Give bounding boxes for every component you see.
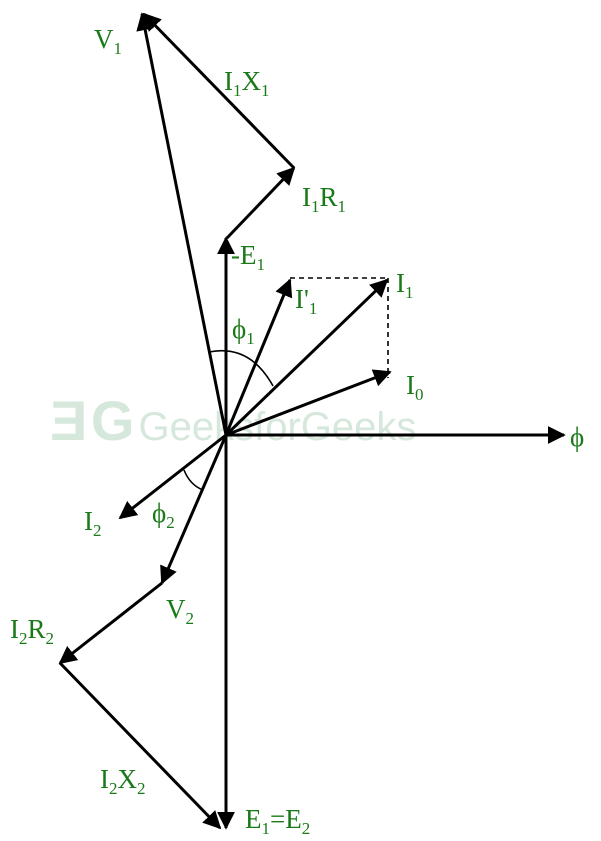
label-i1r1: I1R1: [302, 182, 347, 216]
label-phi2: ϕ2: [152, 498, 175, 532]
label-i0: I0: [406, 370, 424, 404]
label-i1: I1: [396, 268, 414, 302]
v2-phasor: [160, 434, 228, 585]
i2-phasor: [118, 433, 227, 520]
i2x2-phasor: [58, 661, 222, 830]
label-i2x2: I2X2: [100, 764, 146, 798]
label-v1: V1: [94, 24, 122, 58]
i0-phasor: [225, 369, 392, 437]
i1-prime-phasor: [224, 278, 293, 436]
label-i1-prime: I'1: [295, 284, 318, 318]
watermark-text: GeeksforGeeks: [138, 405, 417, 449]
label-i2: I2: [84, 506, 102, 540]
label-neg-e1: -E1: [231, 240, 265, 274]
label-phi: ϕ: [570, 422, 585, 452]
label-i2r2: I2R2: [10, 614, 55, 648]
label-phi1: ϕ1: [232, 314, 255, 348]
i1x1-phasor: [142, 12, 296, 170]
phi2-arc: [183, 469, 204, 491]
i1r1-phasor: [225, 166, 296, 240]
i2r2-phasor: [58, 581, 163, 665]
label-i1x1: I1X1: [224, 66, 270, 100]
phi1-arc: [208, 350, 274, 387]
i1-phasor: [224, 278, 389, 437]
watermark-logo: Ǝ G: [50, 389, 135, 452]
label-v2: V2: [166, 594, 194, 628]
v1-phasor: [136, 12, 228, 436]
label-e1-equals-e2: E1=E2: [245, 804, 311, 838]
